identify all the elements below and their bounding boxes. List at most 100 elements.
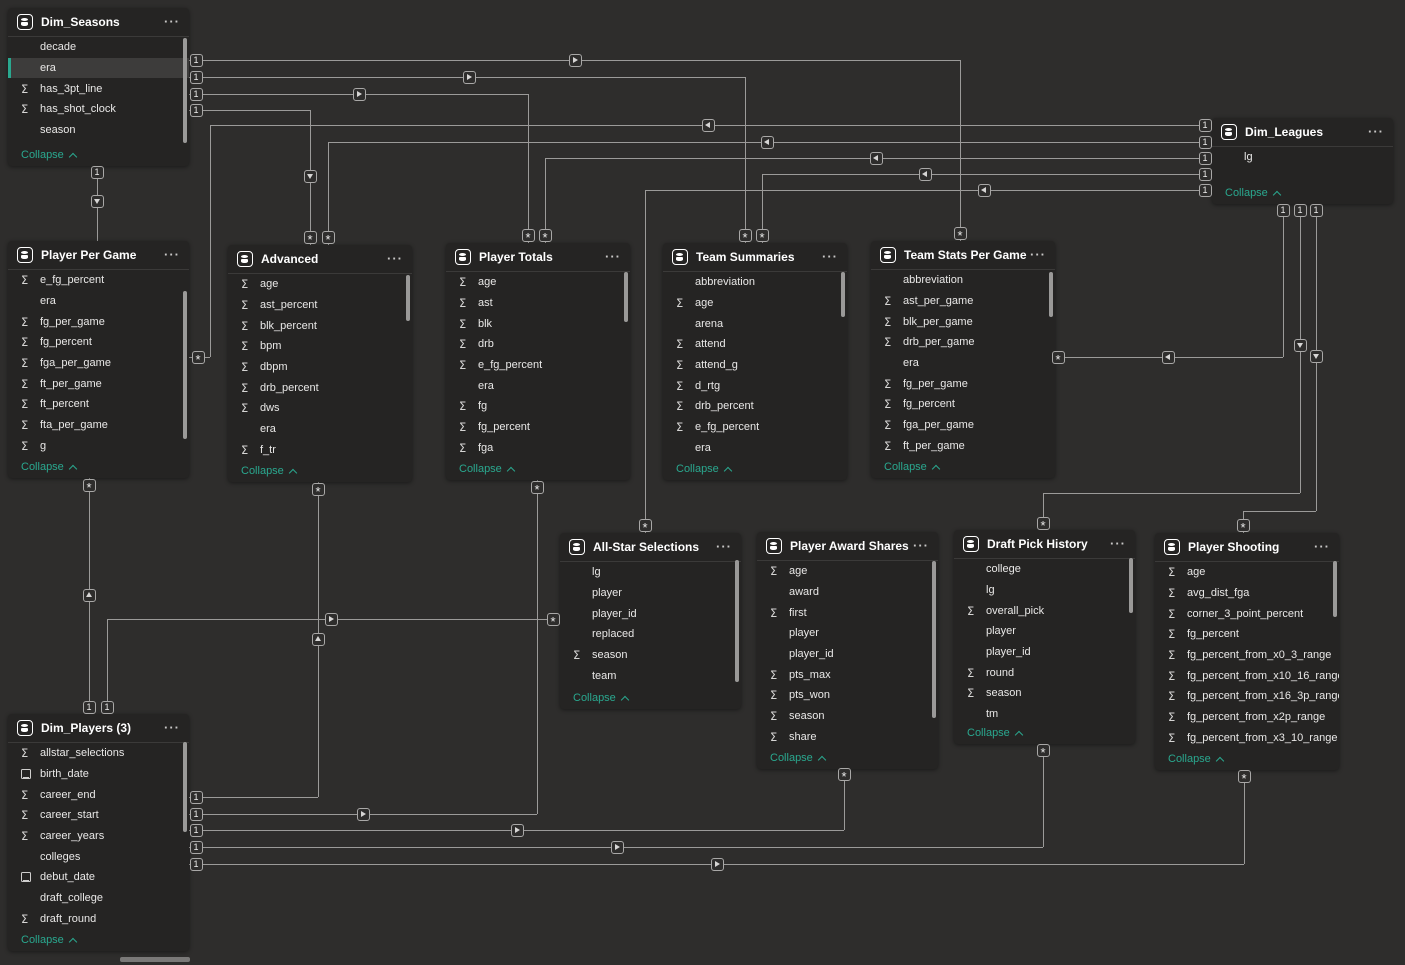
- table-header[interactable]: Player Totals···: [446, 243, 630, 272]
- scrollbar-thumb[interactable]: [1333, 561, 1337, 617]
- more-options-icon[interactable]: ···: [1368, 124, 1384, 139]
- table-header[interactable]: Player Award Shares···: [757, 532, 938, 561]
- field-row-era[interactable]: era: [228, 419, 412, 440]
- collapse-button[interactable]: Collapse: [459, 463, 516, 475]
- table-header[interactable]: Player Shooting···: [1155, 533, 1339, 562]
- field-row-abbreviation[interactable]: abbreviation: [871, 270, 1055, 291]
- field-row-tm[interactable]: tm: [954, 704, 1135, 722]
- field-row-lg[interactable]: lg: [954, 580, 1135, 601]
- field-row-colleges[interactable]: colleges: [8, 846, 189, 867]
- field-row-era[interactable]: era: [663, 438, 847, 459]
- more-options-icon[interactable]: ···: [822, 249, 838, 264]
- more-options-icon[interactable]: ···: [164, 720, 180, 735]
- table-header[interactable]: Dim_Players (3)···: [8, 714, 189, 743]
- field-row-era[interactable]: era: [8, 57, 189, 79]
- more-options-icon[interactable]: ···: [164, 247, 180, 262]
- scrollbar-thumb[interactable]: [932, 561, 936, 718]
- field-row-player-id[interactable]: player_id: [757, 644, 938, 665]
- field-row-birth-date[interactable]: birth_date: [8, 764, 189, 785]
- field-row-arena[interactable]: arena: [663, 313, 847, 334]
- field-row-player-id[interactable]: player_id: [560, 603, 741, 624]
- table-header[interactable]: Player Per Game···: [8, 241, 189, 270]
- more-options-icon[interactable]: ···: [605, 249, 621, 264]
- collapse-button[interactable]: Collapse: [1225, 187, 1282, 199]
- field-row-college[interactable]: college: [954, 559, 1135, 580]
- collapse-button[interactable]: Collapse: [21, 461, 78, 473]
- table-header[interactable]: All-Star Selections···: [560, 533, 741, 562]
- collapse-button[interactable]: Collapse: [884, 461, 941, 473]
- field-row-debut-date[interactable]: debut_date: [8, 867, 189, 888]
- field-row-era[interactable]: era: [8, 291, 189, 312]
- field-row-player[interactable]: player: [560, 583, 741, 604]
- collapse-button[interactable]: Collapse: [21, 934, 78, 946]
- field-row-lg[interactable]: lg: [1212, 147, 1393, 168]
- more-options-icon[interactable]: ···: [387, 251, 403, 266]
- collapse-button[interactable]: Collapse: [573, 692, 630, 704]
- field-row-award[interactable]: award: [757, 582, 938, 603]
- field-row-player-id[interactable]: player_id: [954, 642, 1135, 663]
- collapse-button[interactable]: Collapse: [770, 752, 827, 764]
- collapse-button[interactable]: Collapse: [967, 727, 1024, 739]
- field-row-lg[interactable]: lg: [560, 562, 741, 583]
- more-options-icon[interactable]: ···: [1314, 539, 1330, 554]
- collapse-button[interactable]: Collapse: [1168, 753, 1225, 765]
- scrollbar-thumb[interactable]: [183, 38, 187, 143]
- more-options-icon[interactable]: ···: [1110, 536, 1126, 551]
- scrollbar-thumb[interactable]: [183, 742, 187, 832]
- field-row-player[interactable]: player: [757, 623, 938, 644]
- table-header[interactable]: Team Stats Per Game···: [871, 241, 1055, 270]
- field-row-abbreviation[interactable]: abbreviation: [663, 272, 847, 293]
- table-header[interactable]: Advanced···: [228, 245, 412, 274]
- scrollbar-thumb[interactable]: [406, 275, 410, 321]
- field-row-team[interactable]: team: [560, 665, 741, 686]
